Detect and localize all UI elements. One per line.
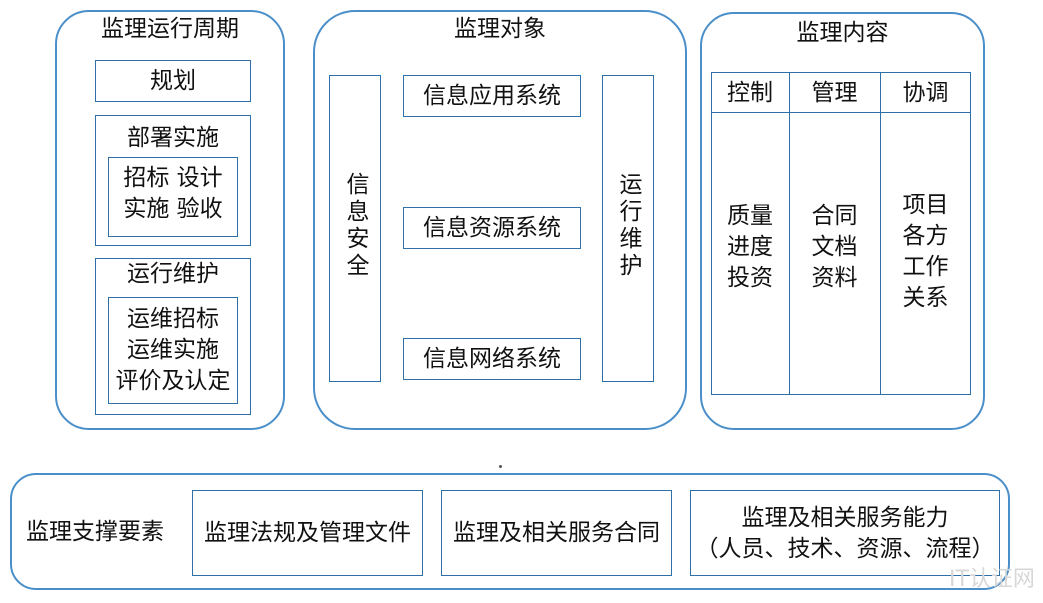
support-title: 监理支撑要素 — [26, 519, 164, 545]
maintenance-box — [602, 75, 654, 382]
operation-title: 运行维护 — [127, 261, 219, 287]
support-contract-label: 监理及相关服务合同 — [453, 520, 660, 546]
system-box-resource — [403, 207, 581, 249]
content-table — [711, 72, 971, 395]
security-box — [329, 75, 381, 382]
deployment-items-box — [108, 157, 238, 237]
content-table-divider-2 — [880, 72, 881, 395]
system-box-network — [403, 338, 581, 380]
support-capability-box — [690, 490, 1000, 576]
support-laws-label: 监理法规及管理文件 — [204, 520, 411, 546]
system-label-network: 信息网络系统 — [423, 346, 561, 372]
center-dot — [499, 465, 502, 468]
system-label-resource: 信息资源系统 — [423, 215, 561, 241]
content-body-manage: 合同 文档 资料 — [811, 203, 858, 291]
content-header-control: 控制 — [727, 80, 773, 106]
system-label-app: 信息应用系统 — [423, 83, 561, 109]
operation-items: 运维招标 运维实施 评价及认定 — [115, 306, 231, 394]
deployment-title: 部署实施 — [127, 125, 219, 151]
support-laws-box — [192, 490, 423, 576]
operation-items-box — [108, 297, 238, 404]
content-header-manage: 管理 — [811, 80, 858, 106]
support-capability-label: 监理及相关服务能力 （人员、技术、资源、流程） — [695, 505, 995, 562]
content-table-divider-1 — [789, 72, 790, 395]
cycle-title: 监理运行周期 — [101, 16, 239, 42]
watermark-text: IT认证网 — [949, 567, 1035, 592]
objects-title: 监理对象 — [454, 16, 546, 42]
support-contract-box — [441, 490, 672, 576]
security-label: 信息安全 — [342, 172, 368, 280]
system-box-app — [403, 75, 581, 117]
planning-label: 规划 — [150, 68, 196, 94]
content-body-coordinate: 项目 各方 工作 关系 — [902, 192, 949, 311]
content-body-control: 质量 进度 投资 — [727, 203, 773, 291]
content-table-header-divider — [711, 112, 971, 113]
deployment-items: 招标 设计 实施 验收 — [123, 165, 223, 222]
maintenance-label: 运行维护 — [615, 172, 641, 280]
content-title: 监理内容 — [796, 20, 889, 46]
content-header-coordinate: 协调 — [902, 80, 949, 106]
planning-box — [95, 60, 251, 102]
